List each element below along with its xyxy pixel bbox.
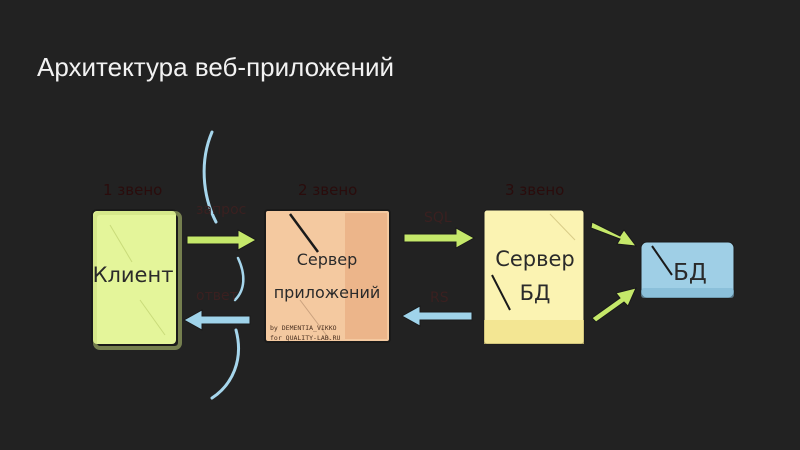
bracket-curve-mid: [233, 256, 245, 302]
db-arrow-lower: [591, 287, 637, 323]
request-arrow: [186, 229, 258, 251]
db-server-box: Сервер БД: [483, 209, 585, 345]
slide-title: Архитектура веб-приложений: [37, 52, 395, 82]
sql-arrow: [403, 227, 476, 249]
request-label: запрос: [196, 202, 246, 218]
tier-label-1: 1 звено: [103, 181, 162, 199]
sketch-stroke: [491, 274, 511, 311]
client-label: Клиент: [93, 263, 174, 287]
sketch-stroke: [651, 245, 673, 276]
tier-label-3: 3 звено: [505, 181, 564, 199]
app-server-box: Сервер приложений by DEMENTIA_VIKKO for …: [264, 209, 391, 343]
db-server-label-line2: БД: [520, 281, 551, 305]
database-label: БД: [673, 260, 707, 286]
response-arrow: [182, 309, 251, 331]
credit-line-1: by DEMENTIA_VIKKO: [270, 324, 337, 332]
sketch-stroke: [109, 224, 133, 263]
credit-line-2: for QUALITY-LAB.RU: [270, 334, 341, 342]
sketch-stroke: [299, 299, 331, 341]
bracket-curve-top: [202, 130, 218, 224]
sketch-stroke: [139, 299, 166, 336]
db-server-label-line1: Сервер: [495, 247, 575, 271]
sql-label: SQL: [424, 210, 452, 226]
database-box: БД: [640, 241, 735, 299]
bracket-curve-bottom: [210, 328, 240, 400]
sketch-stroke: [549, 213, 576, 241]
tier-label-2: 2 звено: [298, 181, 357, 199]
sketch-stroke: [288, 213, 320, 253]
response-label: ответ: [196, 288, 238, 304]
client-box: Клиент: [91, 209, 182, 350]
app-server-label-line1: Сервер: [297, 250, 358, 269]
app-server-label-line2: приложений: [274, 283, 381, 302]
rs-label: RS: [430, 290, 449, 306]
rs-arrow: [400, 305, 473, 327]
db-arrow-upper: [590, 221, 638, 247]
